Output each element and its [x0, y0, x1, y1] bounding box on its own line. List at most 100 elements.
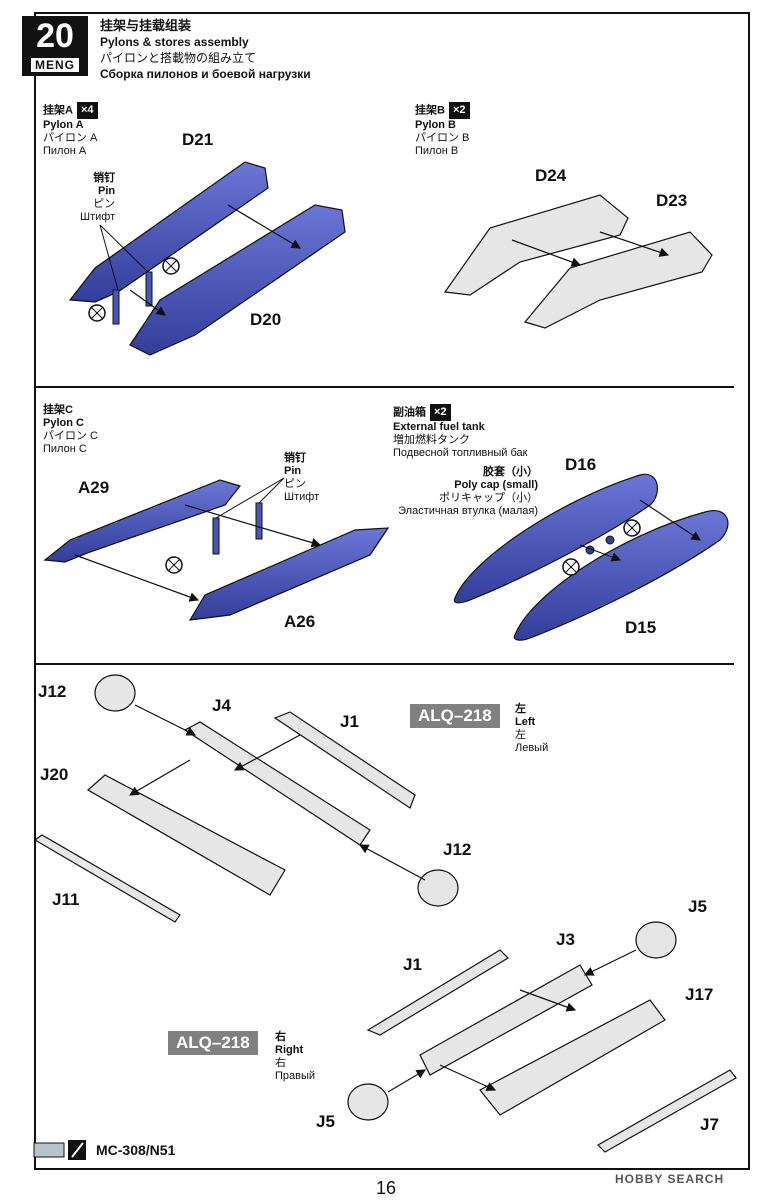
pin-zh: 销钉 [93, 172, 116, 184]
pylon-b-label: 挂架B×2 Pylon B パイロン B Пилон В [415, 102, 470, 158]
pylon-a-ja: パイロン A [43, 132, 98, 144]
left-zh: 左 [515, 703, 526, 715]
part-j20 [86, 774, 286, 896]
part-label: J4 [212, 696, 231, 715]
pin-ru: Штифт [80, 211, 116, 223]
part-j3 [419, 964, 593, 1076]
poly-cap-label: 胶套（小） Poly cap (small) ポリキャップ（小） Эластич… [388, 466, 538, 518]
alq-left-diagram [33, 674, 459, 923]
part-label: D23 [656, 191, 688, 210]
part-j12 [94, 674, 136, 712]
pylon-a-zh: 挂架A [43, 104, 73, 117]
part-label: J17 [685, 985, 714, 1004]
step-title: 挂架与挂载组装 Pylons & stores assembly パイロンと搭載… [100, 18, 311, 82]
part-d21 [68, 161, 269, 303]
part-j7 [597, 1069, 737, 1153]
pylon-b-count: ×2 [448, 102, 470, 119]
part-a26 [188, 527, 390, 621]
pylon-a-count: ×4 [76, 102, 98, 119]
part-label: J1 [340, 712, 359, 731]
alq-left-side-label: 左 Left 左 Левый [515, 703, 548, 755]
part-j4 [183, 721, 371, 846]
fuel-tank-count: ×2 [430, 404, 451, 421]
no-glue-icon [623, 519, 641, 537]
part-label: D21 [182, 130, 214, 149]
title-en: Pylons & stores assembly [100, 35, 249, 49]
alq-right-diagram [347, 921, 737, 1153]
part-j1 [273, 711, 416, 809]
part-j5-left [347, 1083, 389, 1121]
pin [212, 517, 220, 555]
pylon-c-label: 挂架C Pylon C パイロン C Пилон С [43, 404, 98, 456]
pylon-b-ru: Пилон В [415, 145, 459, 157]
right-zh: 右 [275, 1031, 286, 1043]
section-divider [34, 386, 734, 388]
poly-cap-zh: 胶套（小） [483, 466, 538, 478]
pylon-c-diagram [43, 477, 390, 621]
part-d24 [443, 194, 629, 296]
watermark: HOBBY SEARCH [615, 1172, 725, 1186]
fuel-tank-ru: Подвесной топливный бак [393, 447, 528, 459]
part-label: D16 [565, 455, 597, 474]
brand-logo: MENG [31, 58, 79, 72]
pylon-c-zh: 挂架C [43, 404, 73, 416]
part-j1-right [366, 949, 509, 1036]
pin-label-c: 销钉 Pin ピン Штифт [284, 452, 319, 504]
alq-right-badge: ALQ–218 [168, 1031, 258, 1055]
page-frame [34, 12, 750, 1170]
pylon-a-en: Pylon A [43, 119, 84, 131]
right-ja: 右 [275, 1057, 286, 1069]
pin-label: 销钉 Pin ピン Штифт [80, 172, 115, 224]
pylon-b-diagram [443, 194, 713, 329]
pylon-b-zh: 挂架B [415, 104, 445, 117]
pin [145, 271, 153, 307]
pin [255, 502, 263, 540]
pin-c-zh: 销钉 [284, 452, 306, 464]
title-ja: パイロンと搭載物の組み立て [100, 51, 257, 65]
part-label: J20 [40, 765, 69, 784]
pylon-b-ja: パイロン B [415, 132, 470, 144]
part-label: D15 [625, 618, 657, 637]
paint-swatch [33, 1142, 65, 1158]
part-label: D24 [535, 166, 567, 185]
part-a29 [43, 479, 242, 563]
left-ja: 左 [515, 729, 526, 741]
pin [112, 289, 120, 325]
no-glue-icon [562, 558, 580, 576]
part-label: J12 [38, 682, 67, 701]
alq-left-badge: ALQ–218 [410, 704, 500, 728]
pylon-c-ru: Пилон С [43, 443, 87, 455]
part-label: J12 [443, 840, 472, 859]
paint-code: MC-308/N51 [96, 1142, 176, 1158]
poly-cap-en: Poly cap (small) [454, 479, 538, 491]
title-ru: Сборка пилонов и боевой нагрузки [100, 67, 311, 81]
pin-en: Pin [98, 185, 116, 197]
part-label: J5 [688, 897, 707, 916]
left-ru: Левый [515, 742, 549, 754]
part-j5 [635, 921, 677, 959]
no-glue-icon [165, 556, 183, 574]
part-label: J7 [700, 1115, 719, 1134]
no-glue-icon [88, 304, 106, 322]
part-j11 [33, 834, 181, 923]
right-en: Right [275, 1044, 304, 1056]
pin-c-ja: ピン [284, 478, 306, 490]
fuel-tank-en: External fuel tank [393, 421, 485, 433]
pylon-a-diagram [68, 161, 346, 356]
part-label: J11 [52, 890, 80, 909]
poly-cap-ja: ポリキャップ（小） [439, 492, 538, 504]
fuel-tank-ja: 増加燃料タンク [393, 434, 470, 446]
alq-right-side-label: 右 Right 右 Правый [275, 1031, 315, 1083]
no-glue-icon [162, 257, 180, 275]
part-label: A26 [284, 612, 316, 631]
pin-ja: ピン [93, 198, 116, 210]
poly-cap-ru: Эластичная втулка (малая) [398, 505, 538, 517]
part-d15 [513, 510, 729, 641]
step-badge: 20 MENG [22, 16, 88, 76]
part-label: J3 [556, 930, 575, 949]
pylon-a-ru: Пилон А [43, 145, 87, 157]
right-ru: Правый [275, 1070, 316, 1082]
part-label: J1 [403, 955, 422, 974]
part-label: D20 [250, 310, 282, 329]
